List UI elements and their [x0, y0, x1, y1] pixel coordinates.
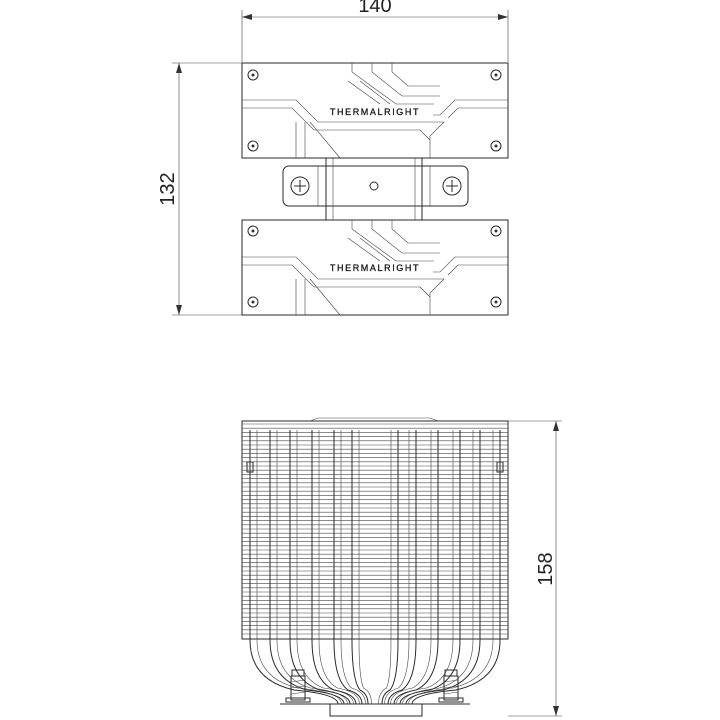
top-view: 140 132 — [157, 0, 509, 316]
screw-hole-icon — [490, 140, 502, 152]
heatpipe-edge — [276, 430, 348, 705]
top-plate-brand-text: THERMALRIGHT — [330, 107, 420, 117]
heatpipe-edge — [408, 430, 494, 705]
screw-hole-icon — [247, 296, 259, 308]
depth-dimension-label: 132 — [157, 172, 179, 205]
height-dimension: 158 — [508, 420, 562, 717]
heatpipe — [249, 430, 339, 705]
heatpipe — [311, 430, 357, 705]
heatpipe-edge — [390, 430, 432, 705]
base-plate — [329, 703, 423, 717]
heatpipe-edge — [402, 430, 474, 705]
mounting-screw-right-icon — [442, 176, 462, 196]
heatpipe — [269, 430, 345, 705]
heatpipe — [381, 430, 399, 705]
fin-top-bevel — [309, 417, 439, 422]
heatpipe-edge — [358, 430, 372, 705]
heatpipe-edge — [384, 430, 410, 705]
screw-hole-icon — [490, 69, 502, 81]
heatpipes — [246, 430, 504, 705]
fin-stack — [242, 417, 508, 635]
pipe-end-cap — [246, 461, 254, 473]
screw-hole-icon — [490, 225, 502, 237]
width-dimension-label: 140 — [358, 0, 391, 17]
mounting-bar — [282, 157, 469, 221]
heatpipe-edge — [256, 430, 342, 705]
heatpipe — [399, 430, 461, 705]
screw-hole-icon — [490, 296, 502, 308]
screw-hole-icon — [247, 69, 259, 81]
pipe-end-cap — [496, 461, 504, 473]
fin-stack-outline — [241, 420, 509, 640]
spring-left-icon — [285, 669, 311, 703]
side-view: 158 — [241, 417, 562, 717]
heatpipe-edge — [378, 430, 392, 705]
width-dimension: 140 — [241, 0, 509, 62]
depth-dimension: 132 — [157, 62, 242, 316]
heatpipe — [411, 430, 501, 705]
center-hole-icon — [369, 181, 379, 191]
heatpipe-edge — [396, 430, 454, 705]
heatpipe-edge — [340, 430, 366, 705]
height-dimension-label: 158 — [535, 552, 557, 585]
heatpipe — [289, 430, 351, 705]
mounting-screw-left-icon — [290, 176, 310, 196]
screw-hole-icon — [247, 140, 259, 152]
bottom-plate-brand-text: THERMALRIGHT — [330, 263, 420, 273]
screw-hole-icon — [247, 225, 259, 237]
heatpipe-edge — [318, 430, 360, 705]
heatpipe — [387, 430, 417, 705]
upper-top-plate: THERMALRIGHT — [241, 62, 509, 159]
heatpipe — [333, 430, 363, 705]
heatpipe-edge — [296, 430, 354, 705]
heatpipe — [405, 430, 481, 705]
spring-right-icon — [438, 669, 464, 703]
lower-top-plate: THERMALRIGHT — [241, 219, 509, 316]
heatpipe — [351, 430, 369, 705]
